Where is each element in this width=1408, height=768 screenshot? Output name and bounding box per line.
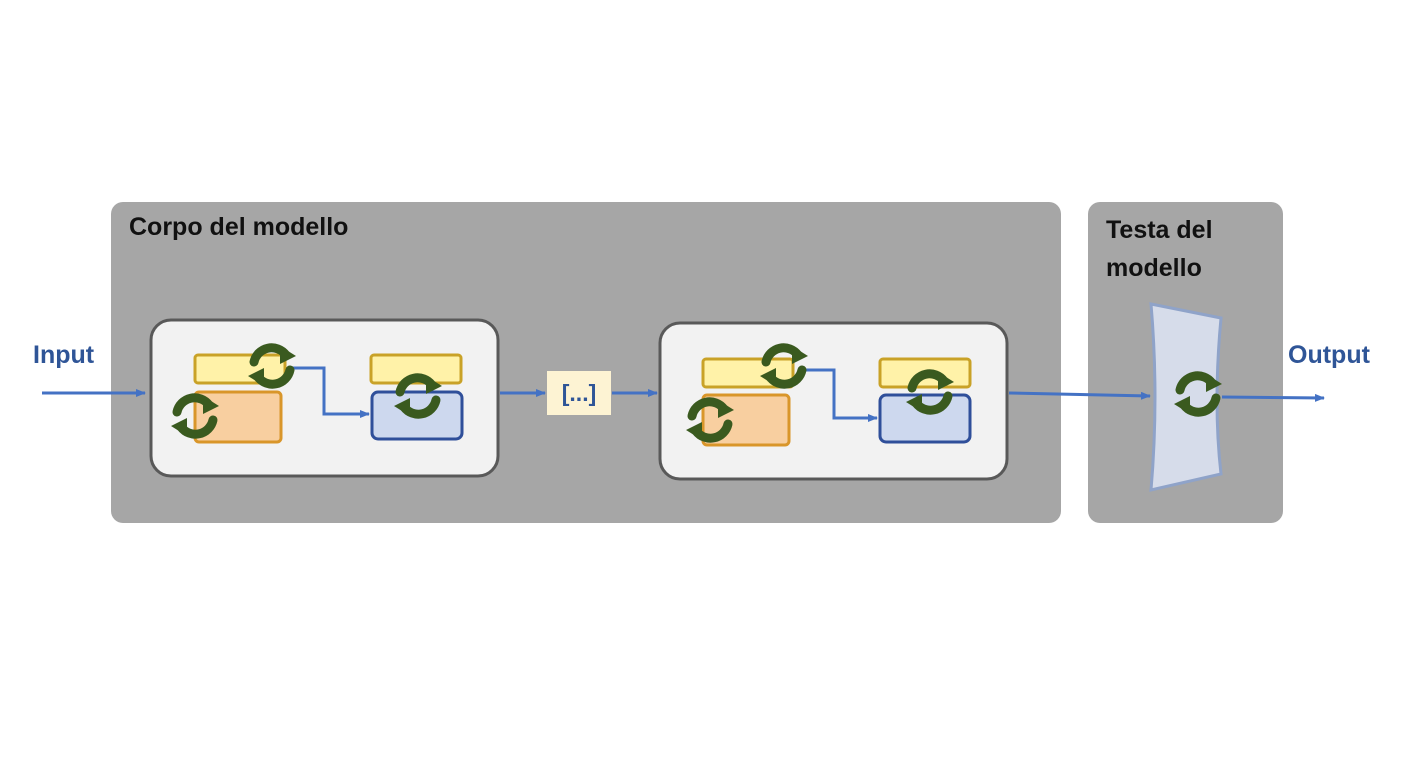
output-arrow <box>1221 393 1325 402</box>
head-panel-title-line-1: Testa del <box>1106 216 1213 244</box>
ellipsis-box: [...] <box>547 371 611 415</box>
layer-block-1 <box>149 318 500 478</box>
block-1-yellow-layer <box>193 353 287 385</box>
block-1-inner-arrow <box>290 366 370 418</box>
layer-block-2 <box>658 321 1009 481</box>
head-panel-title-line-2: modello <box>1106 254 1202 282</box>
block-2-inner-arrow <box>798 368 878 422</box>
head-panel-title: Testa del modello <box>1106 211 1213 287</box>
output-label: Output <box>1288 341 1370 369</box>
block-2-blue-layer <box>878 393 972 444</box>
block-1-yellow-layer-right <box>369 353 463 385</box>
body-panel-title: Corpo del modello <box>129 213 349 241</box>
block-2-to-head-arrow <box>1008 391 1151 400</box>
head-layer-shape <box>1149 302 1223 492</box>
input-label: Input <box>33 341 95 369</box>
